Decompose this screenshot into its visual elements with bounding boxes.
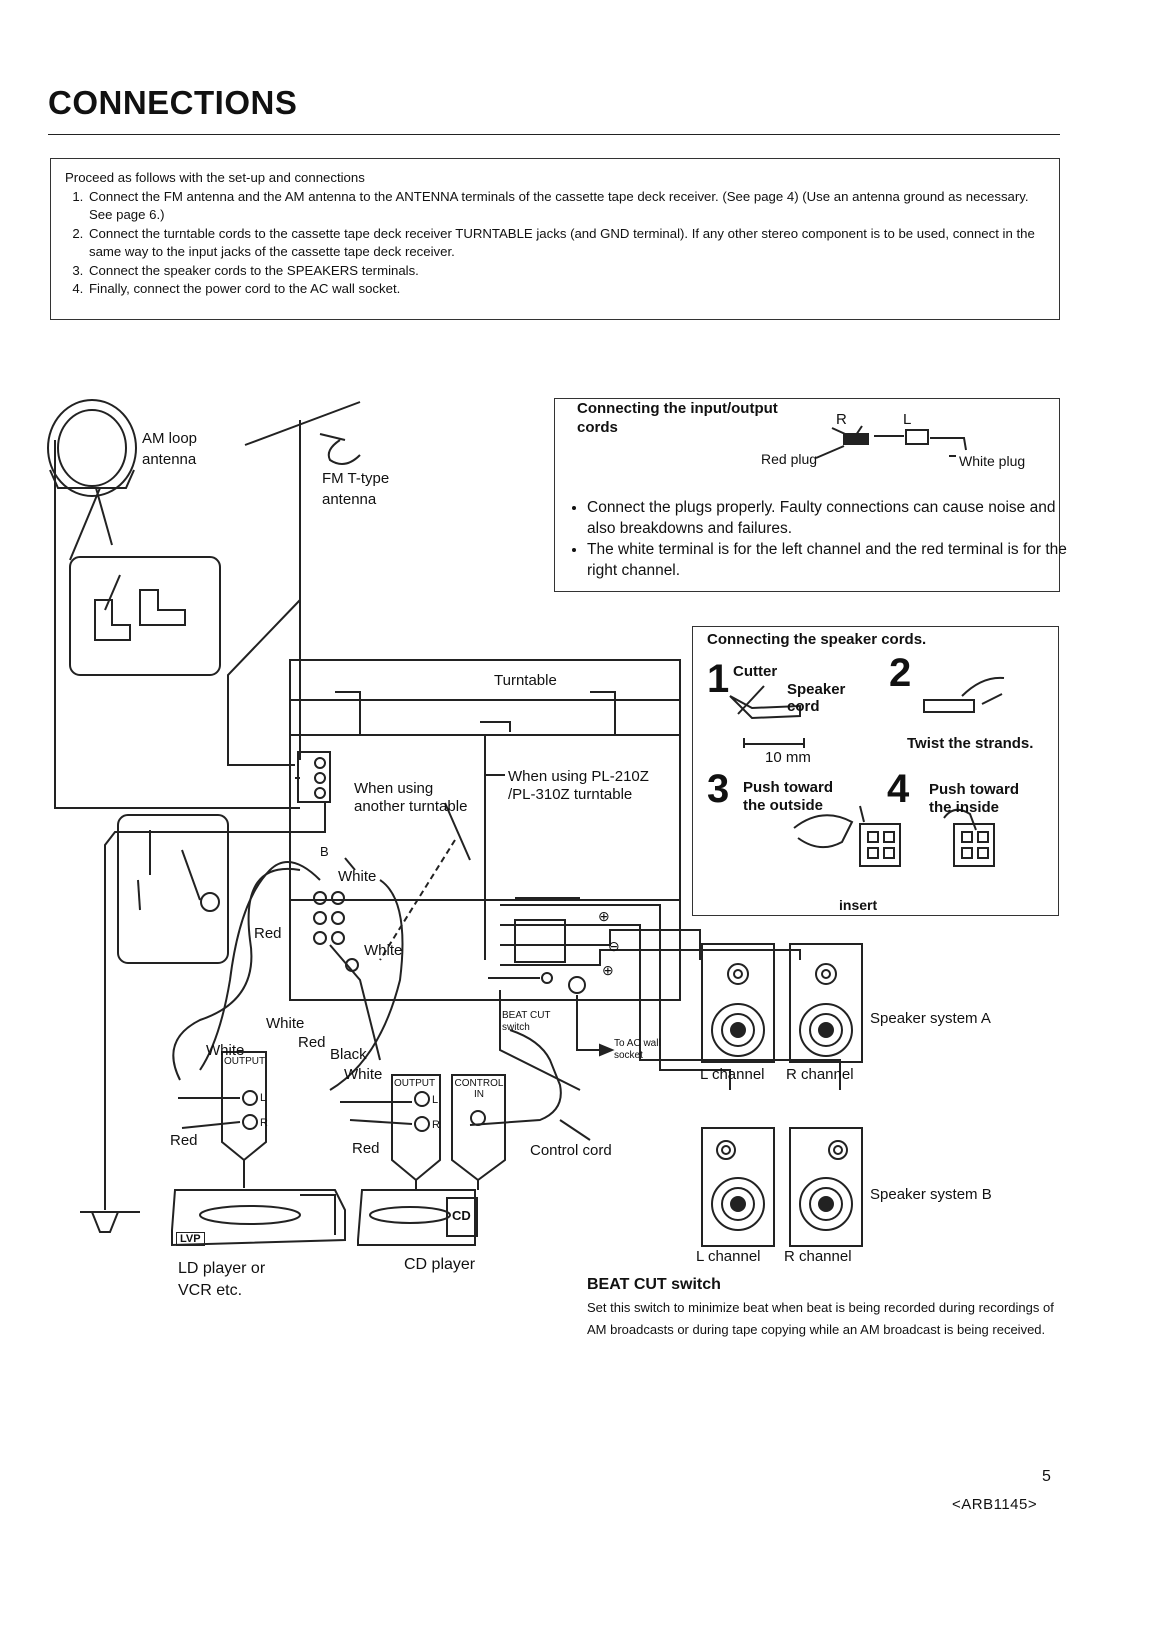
- red-label: Red: [352, 1140, 380, 1157]
- am-loop-antenna-icon: [47, 399, 137, 497]
- white-label: White: [206, 1042, 245, 1059]
- step-item: Connect the speaker cords to the SPEAKER…: [87, 262, 1045, 281]
- l-label: L: [903, 411, 912, 428]
- output-l-label: L: [260, 1092, 267, 1104]
- speaker-cords-box: Connecting the speaker cords. 1 Cutter S…: [692, 626, 1059, 916]
- speaker-b-left-icon: [701, 1127, 775, 1247]
- step-3-number: 3: [707, 767, 730, 811]
- white-label: White: [344, 1066, 383, 1083]
- output-l-label: L: [432, 1094, 439, 1106]
- terminal-b-label: B: [320, 844, 329, 859]
- twisted-wire-icon: [923, 699, 975, 713]
- push-outside-icon: [793, 814, 854, 849]
- red-label: Red: [170, 1132, 198, 1149]
- speaker-cord-label: Speaker cord: [787, 681, 846, 715]
- io-box-title: Connecting the input/output cords: [577, 400, 778, 436]
- twist-label: Twist the strands.: [907, 735, 1034, 752]
- step-4-number: 4: [887, 767, 910, 811]
- white-plug-label: White plug: [959, 453, 1026, 469]
- antenna-terminal-detail: [69, 556, 221, 676]
- output-r-label: R: [432, 1119, 440, 1131]
- step-item: Connect the turntable cords to the casse…: [87, 225, 1045, 262]
- turntable-label: Turntable: [494, 672, 557, 689]
- speaker-a-left-icon: [701, 943, 775, 1063]
- cutter-label: Cutter: [733, 663, 778, 680]
- step-1-number: 1: [707, 657, 730, 701]
- io-notes-list: Connect the plugs properly. Faulty conne…: [569, 497, 1067, 581]
- white-label: White: [364, 942, 403, 959]
- beat-cut-switch-label: BEAT CUT switch: [502, 1010, 551, 1033]
- insert-label: insert: [839, 897, 878, 913]
- instructions-intro: Proceed as follows with the set-up and c…: [65, 170, 365, 185]
- document-code: <ARB1145>: [952, 1496, 1038, 1513]
- minus-terminal-label: ⊖: [608, 938, 620, 954]
- instructions-steps: Connect the FM antenna and the AM antenn…: [65, 188, 1045, 299]
- fm-antenna-label: FM T-type antenna: [322, 470, 390, 508]
- output-label: OUTPUT: [224, 1056, 266, 1067]
- l-channel-label: L channel: [700, 1066, 765, 1083]
- plus-terminal-label: ⊕: [598, 908, 610, 924]
- speaker-box-title: Connecting the speaker cords.: [707, 631, 927, 648]
- page-number: 5: [1042, 1468, 1051, 1485]
- step-item: Connect the FM antenna and the AM antenn…: [87, 188, 1045, 225]
- speaker-a-label: Speaker system A: [870, 1010, 991, 1027]
- cd-player-label: CD player: [404, 1256, 476, 1273]
- pl-turntable-label: When using PL-210Z /PL-310Z turntable: [508, 768, 649, 803]
- beat-cut-title: BEAT CUT switch: [587, 1276, 721, 1293]
- r-channel-label: R channel: [786, 1066, 854, 1083]
- ld-player-label: LD player or VCR etc.: [178, 1260, 266, 1299]
- output-label: OUTPUT: [394, 1078, 436, 1089]
- cutter-icon: [729, 695, 801, 720]
- speaker-a-right-icon: [789, 943, 863, 1063]
- l-channel-label: L channel: [696, 1248, 761, 1265]
- push-inside-label: Push toward the inside: [929, 781, 1020, 816]
- red-label: Red: [298, 1034, 326, 1051]
- title-divider: [48, 134, 1060, 135]
- red-plug-label: Red plug: [761, 451, 818, 467]
- turntable-icon: [289, 659, 681, 736]
- step-item: Finally, connect the power cord to the A…: [87, 280, 1045, 299]
- another-turntable-label: When using another turntable: [354, 780, 468, 815]
- beat-cut-description: Set this switch to minimize beat when be…: [587, 1300, 1054, 1337]
- white-plug-icon: [905, 429, 929, 445]
- control-cord-label: Control cord: [530, 1142, 612, 1159]
- plus-terminal-label: ⊕: [602, 962, 614, 978]
- ld-player-icon: [171, 1189, 346, 1247]
- control-in-label: CONTROL IN: [454, 1078, 504, 1100]
- instructions-box: Proceed as follows with the set-up and c…: [50, 158, 1060, 320]
- speaker-b-label: Speaker system B: [870, 1186, 992, 1203]
- measure-label: 10 mm: [765, 749, 811, 766]
- cd-player-icon: [357, 1189, 476, 1246]
- lvp-badge: LVP: [176, 1232, 205, 1246]
- step-2-number: 2: [889, 651, 912, 695]
- push-outside-label: Push toward the outside: [743, 779, 834, 814]
- io-cords-box: Connecting the input/output cords R L Re…: [554, 398, 1067, 592]
- cd-badge: CD: [452, 1208, 471, 1223]
- ac-socket-label: To AC wall socket: [614, 1038, 661, 1061]
- r-channel-label: R channel: [784, 1248, 852, 1265]
- output-r-label: R: [260, 1117, 268, 1129]
- black-label: Black: [330, 1046, 367, 1063]
- fm-antenna-icon: [244, 401, 361, 446]
- white-label: White: [338, 868, 377, 885]
- r-label: R: [836, 411, 847, 428]
- red-label: Red: [254, 925, 282, 942]
- white-label: White: [266, 1015, 305, 1032]
- io-note: Connect the plugs properly. Faulty conne…: [587, 497, 1067, 539]
- io-note: The white terminal is for the left chann…: [587, 539, 1067, 581]
- speaker-b-right-icon: [789, 1127, 863, 1247]
- page-title: CONNECTIONS: [48, 84, 298, 121]
- am-antenna-label: AM loop antenna: [142, 430, 198, 468]
